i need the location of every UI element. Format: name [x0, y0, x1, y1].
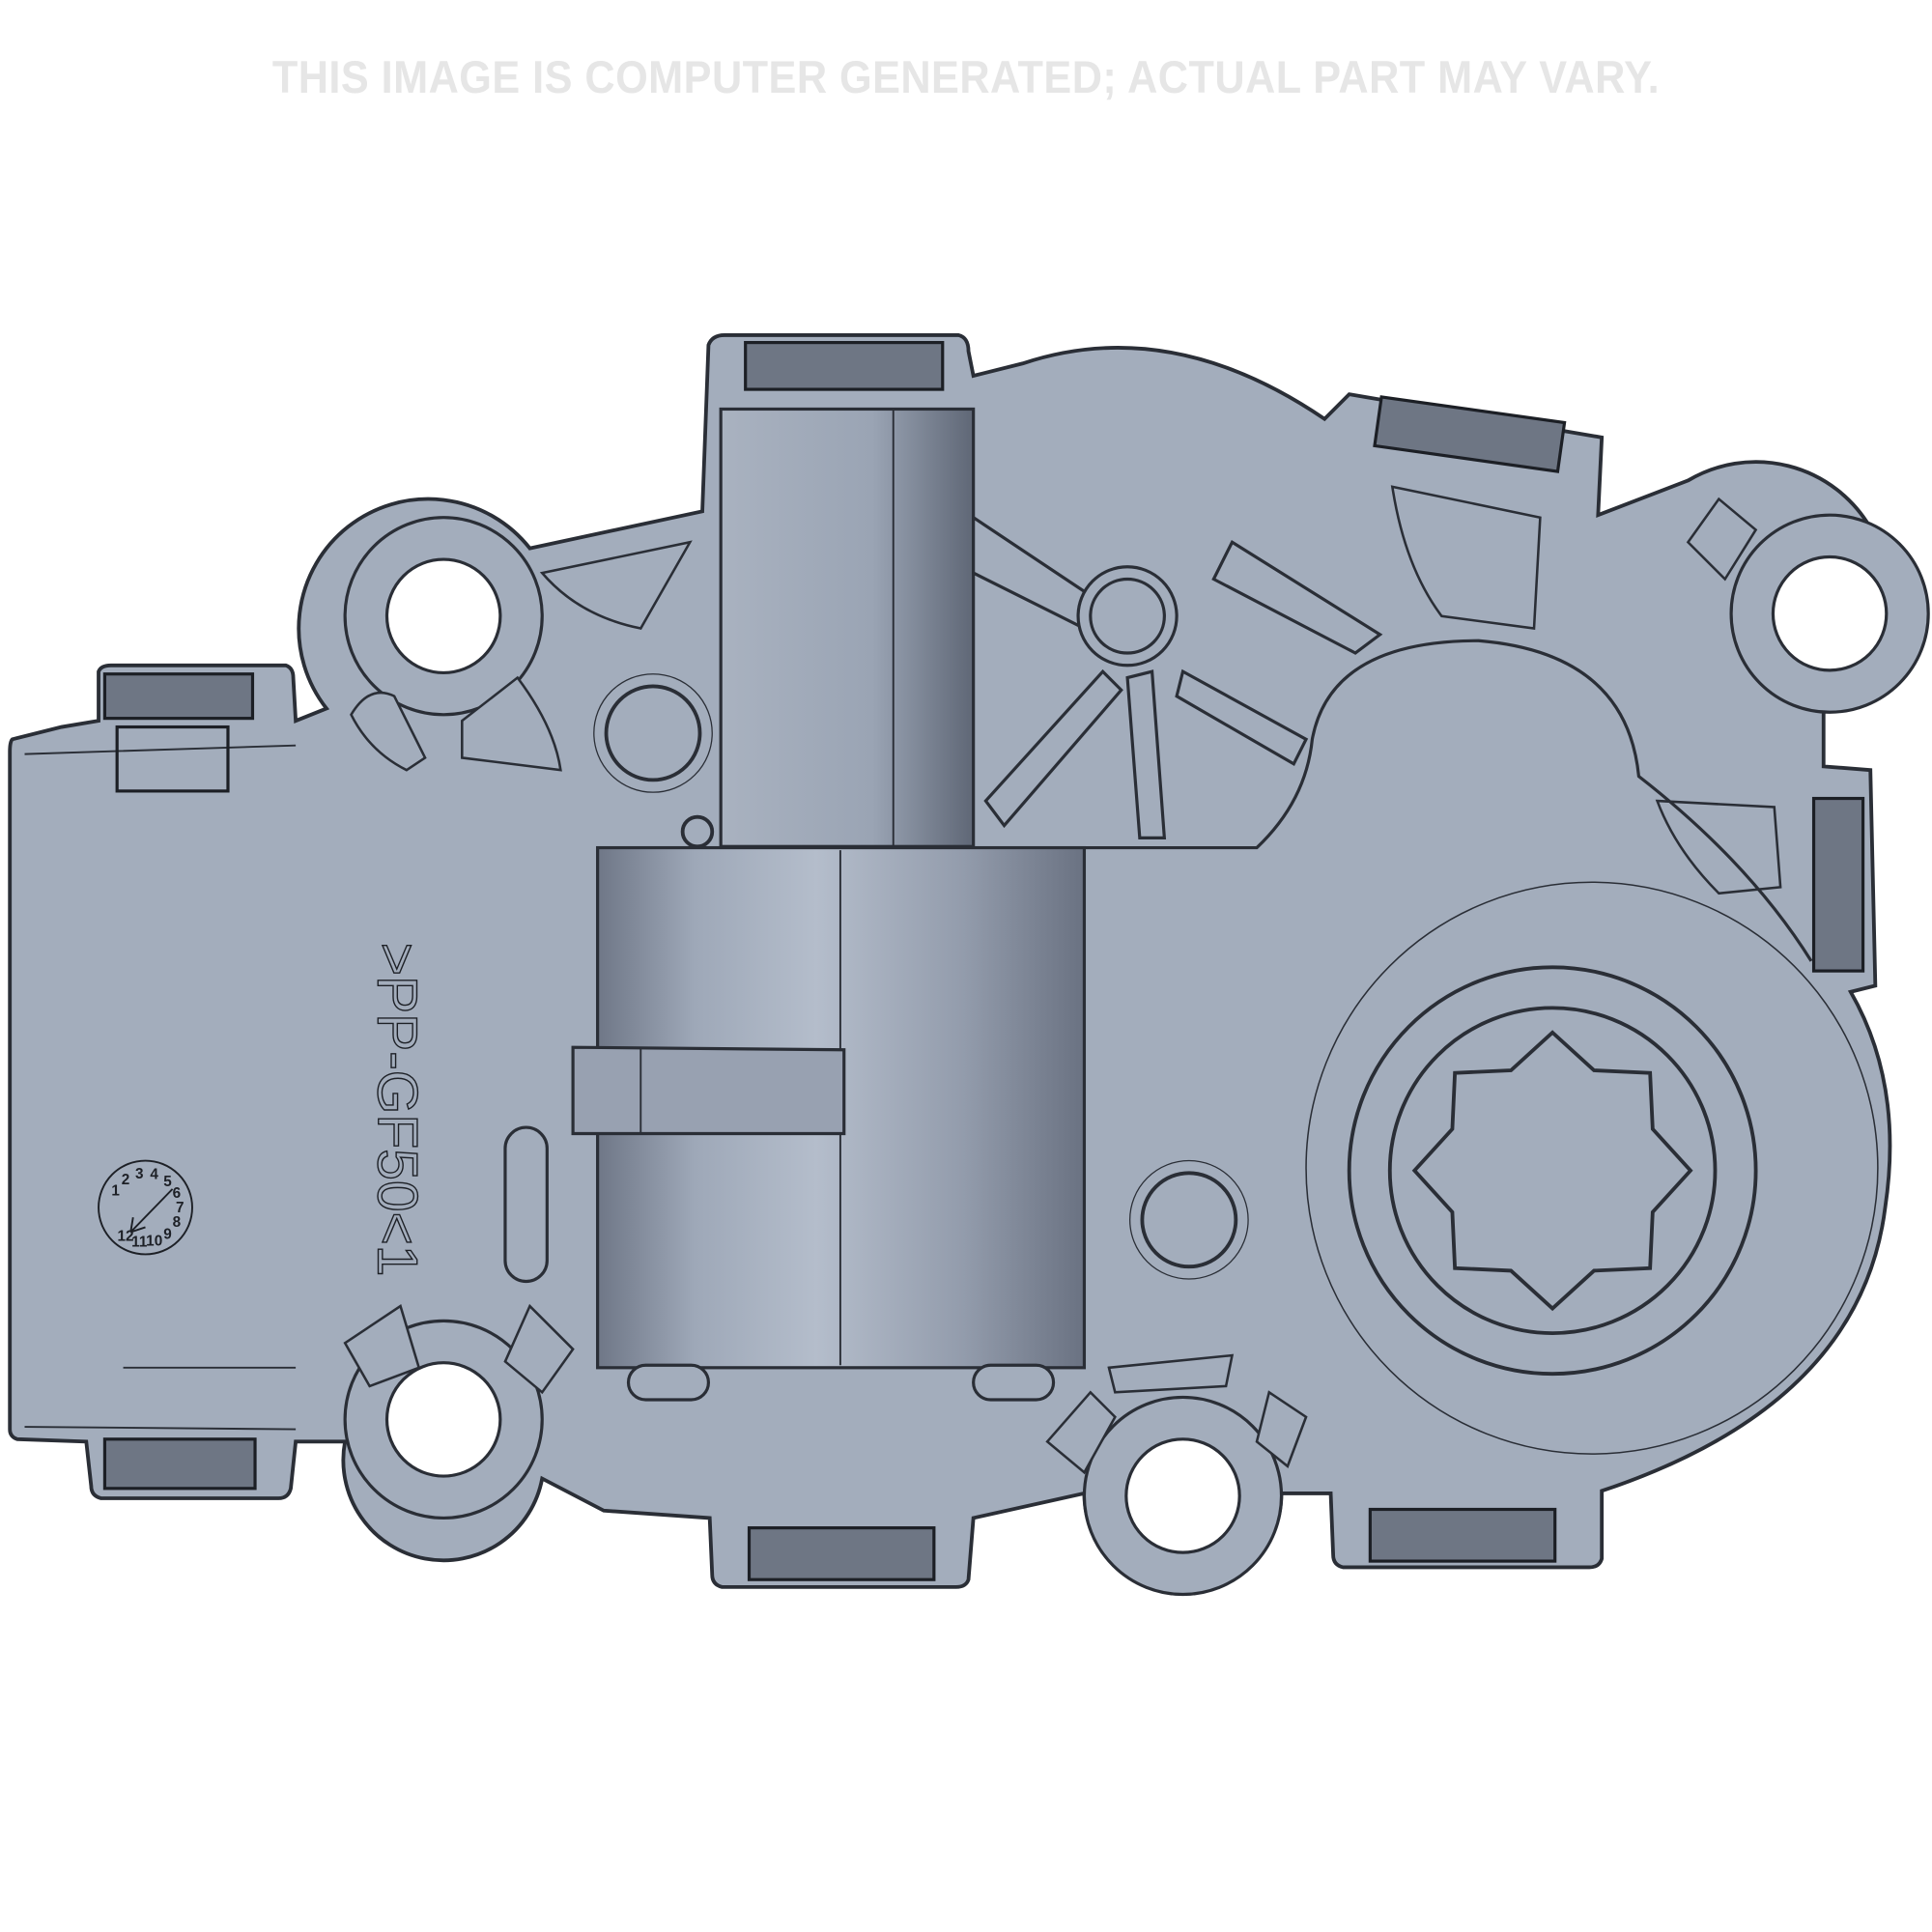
mounting-lugs	[343, 513, 1930, 1597]
ribs	[343, 485, 1782, 1475]
cylinder-key	[571, 1045, 846, 1136]
output-shaft	[1305, 881, 1879, 1455]
round-bosses	[593, 673, 1249, 1280]
dial-number: 6	[173, 1185, 182, 1202]
dial-number: 9	[163, 1226, 172, 1242]
dial-number: 7	[176, 1200, 185, 1216]
dial-number: 3	[135, 1166, 144, 1182]
mounting-hole	[1124, 1437, 1241, 1554]
dial-number: 10	[146, 1234, 162, 1250]
disclaimer-watermark: THIS IMAGE IS COMPUTER GENERATED; ACTUAL…	[271, 51, 1661, 102]
dial-number: 5	[163, 1174, 172, 1190]
dial-number: 8	[173, 1214, 182, 1231]
inner-rim	[24, 744, 297, 1431]
dial-number: 12	[117, 1228, 133, 1244]
material-marking: >PP-GF50<1	[366, 943, 429, 1277]
dial-number: 2	[122, 1172, 130, 1188]
snap-clips	[102, 340, 1865, 1581]
dial-number: 4	[150, 1167, 158, 1183]
dial-number: 1	[111, 1182, 120, 1199]
dial-number: 11	[131, 1234, 148, 1250]
upper-cylinder	[719, 407, 976, 848]
gear-boss	[1084, 639, 1813, 962]
mounting-hole	[384, 1361, 502, 1478]
gear-web	[972, 514, 1383, 839]
mounting-hole	[1771, 554, 1889, 672]
mounting-hole	[384, 557, 502, 675]
